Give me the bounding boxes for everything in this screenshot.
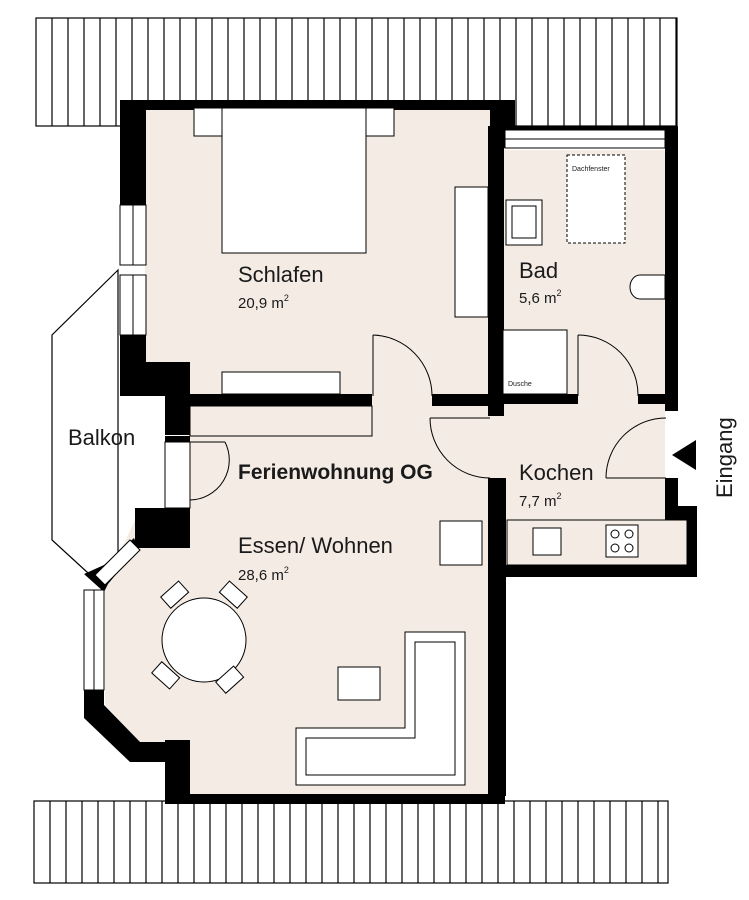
balcony-outline [51,268,119,585]
area-kochen: 7,7 m2 [519,491,562,510]
label-dusche: Dusche [508,381,532,388]
stove [605,524,639,558]
nightstand-right [365,107,395,137]
area-bad: 5,6 m2 [519,288,562,307]
furniture [151,107,688,786]
label-schlafen: Schlafen [238,262,324,287]
label-dachfenster: Dachfenster [572,166,610,173]
toilet [629,274,666,300]
wardrobe [454,186,489,318]
area-schlafen: 20,9 m2 [238,293,289,312]
coffee-table [337,666,381,701]
entrance-arrow [672,440,696,470]
skylight [566,154,626,244]
table [161,597,247,683]
cupboard [532,527,562,556]
roof-hatch-bottom [33,800,669,884]
bed [221,107,367,254]
label-bad: Bad [519,258,558,283]
shower [502,329,568,395]
sofa [295,631,466,786]
label-kochen: Kochen [519,460,594,485]
plan-title: Ferienwohnung OG [238,461,433,484]
living-box [439,520,483,566]
area-essen-wohnen: 28,6 m2 [238,565,289,584]
nightstand-left [193,107,223,137]
chairs [151,580,248,694]
dresser [221,371,341,395]
label-balkon: Balkon [68,425,135,450]
door-swings [189,334,667,501]
label-eingang: Eingang [712,417,737,498]
passage-box [189,405,373,437]
label-essen-wohnen: Essen/ Wohnen [238,533,393,558]
windows [83,129,666,691]
